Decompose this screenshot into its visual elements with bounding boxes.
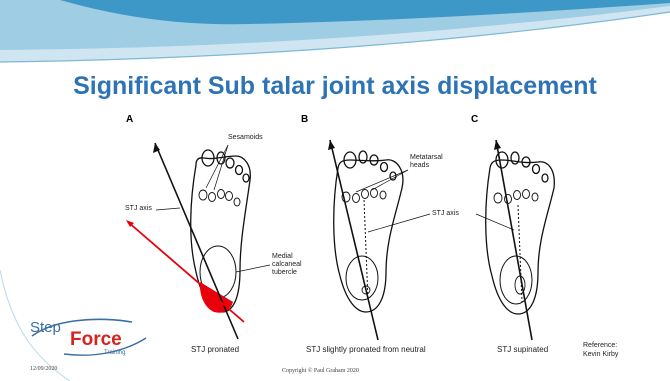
panel-label-a: A [126, 114, 133, 125]
label-tubercle-line3: tubercle [272, 269, 302, 277]
panel-label-c: C [471, 114, 478, 125]
caption-c: STJ supinated [497, 345, 548, 354]
stj-axis-line-c [496, 140, 532, 340]
sesamoids-leader-a2 [206, 145, 228, 188]
stj-axis-leader-c [476, 214, 514, 230]
metatarsal-leader-b1 [356, 170, 408, 192]
stj-axis-leader-b [368, 214, 430, 232]
label-tubercle-line1: Medial [272, 253, 302, 261]
stj-axis-line-b [330, 140, 378, 340]
stj-axis-line-a [155, 143, 238, 339]
centre-line-c [518, 205, 522, 302]
label-metatarsal-heads: Metatarsal heads [410, 154, 443, 170]
slide-date: 12/09/2020 [30, 366, 57, 372]
caption-b: STJ slightly pronated from neutral [306, 345, 426, 354]
header-decoration [0, 0, 670, 62]
logo-word-force: Force [70, 329, 122, 350]
caption-a: STJ pronated [191, 345, 239, 354]
stj-axis-leader-a [156, 208, 180, 210]
foot-diagram-b [334, 151, 403, 312]
stj-axis-arrowhead-c [494, 140, 501, 150]
foot-diagram-c [486, 152, 555, 314]
logo-word-training: Training [104, 350, 125, 356]
label-stj-axis-bc: STJ axis [432, 210, 459, 218]
logo-word-step: Step [30, 319, 61, 336]
copyright-footer: Copyright © Paul Graham 2020 [282, 368, 359, 374]
label-sesamoids: Sesamoids [228, 134, 263, 142]
foot-diagram-a [191, 150, 251, 312]
panel-label-b: B [301, 114, 308, 125]
reference-line1: Reference: [583, 341, 618, 350]
stepforce-logo: Step Force Training [24, 314, 152, 358]
stj-axis-arrowhead-b [328, 140, 335, 150]
label-metatarsal-line1: Metatarsal [410, 154, 443, 162]
slide-title: Significant Sub talar joint axis displac… [0, 72, 670, 101]
reference-note: Reference: Kevin Kirby [583, 341, 618, 359]
reference-line2: Kevin Kirby [583, 350, 618, 359]
label-medial-calcaneal-tubercle: Medial calcaneal tubercle [272, 253, 302, 277]
label-metatarsal-line2: heads [410, 162, 443, 170]
tubercle-leader-a [236, 265, 270, 272]
red-arrow-a [128, 222, 244, 322]
label-tubercle-line2: calcaneal [272, 261, 302, 269]
label-stj-axis-a: STJ axis [125, 205, 152, 213]
